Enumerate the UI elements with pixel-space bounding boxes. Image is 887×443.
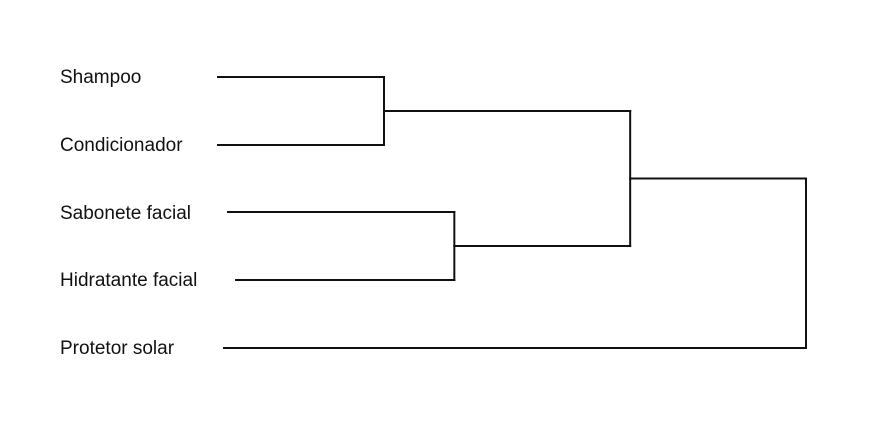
leaf-label-protetor-solar: Protetor solar xyxy=(60,338,175,359)
leaf-label-hidratante-facial: Hidratante facial xyxy=(60,270,198,291)
leaf-label-sabonete-facial: Sabonete facial xyxy=(60,203,191,224)
leaf-label-condicionador: Condicionador xyxy=(60,135,183,156)
leaf-label-shampoo: Shampoo xyxy=(60,67,142,88)
